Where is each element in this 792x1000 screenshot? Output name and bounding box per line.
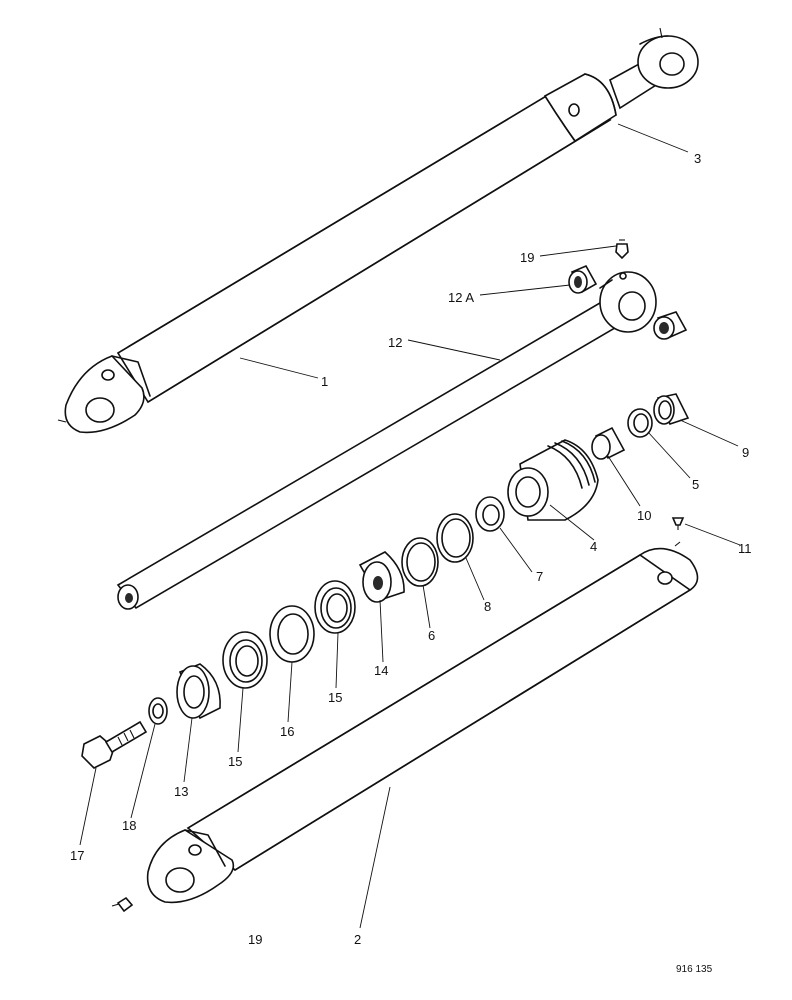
callout-7: 7 [536,569,543,584]
callout-15-right: 15 [328,690,342,705]
bleed-screw-11 [671,517,685,530]
callout-18: 18 [122,818,136,833]
cylinder-barrel-lower [111,541,699,913]
bushing-right [653,311,688,340]
piston-rod [116,271,657,610]
piston-seal-15-right [314,580,356,634]
bolt-17 [81,720,148,769]
callout-9: 9 [742,445,749,460]
callout-15-left: 15 [228,754,242,769]
callout-6: 6 [428,628,435,643]
washer-18 [148,697,168,725]
callout-labels: 3 19 12 A 12 1 9 5 10 4 11 7 8 6 14 15 1… [70,151,752,975]
leader-lines [79,123,741,929]
callout-12a: 12 A [448,290,474,305]
callout-12: 12 [388,335,402,350]
piston-ring-16 [269,605,315,663]
wiper-ring-9 [653,393,690,425]
callout-11: 11 [738,541,752,556]
callout-13: 13 [174,784,188,799]
spacer-14 [358,551,405,603]
callout-14: 14 [374,663,388,678]
callout-4: 4 [590,539,597,554]
seal-ring-5 [627,408,653,438]
callout-16: 16 [280,724,294,739]
grease-nipple-top [615,239,629,260]
callout-10: 10 [637,508,651,523]
callout-1: 1 [321,374,328,389]
cylinder-barrel-upper [57,27,699,434]
callout-19-bottom: 19 [248,932,262,947]
callout-17: 17 [70,848,84,863]
backup-ring-6 [401,537,439,587]
piston-13 [176,663,221,720]
bushing-left [568,264,598,294]
callout-3: 3 [694,151,701,166]
callout-2: 2 [354,932,361,947]
callout-5: 5 [692,477,699,492]
o-ring-8 [436,513,474,563]
seal-ring-7 [475,496,505,532]
piston-seal-15-left [222,631,268,689]
rod-bushing [591,426,626,460]
drawing-reference: 916 135 [676,964,713,975]
callout-19-top: 19 [520,250,534,265]
gland-head [507,439,599,521]
callout-8: 8 [484,599,491,614]
